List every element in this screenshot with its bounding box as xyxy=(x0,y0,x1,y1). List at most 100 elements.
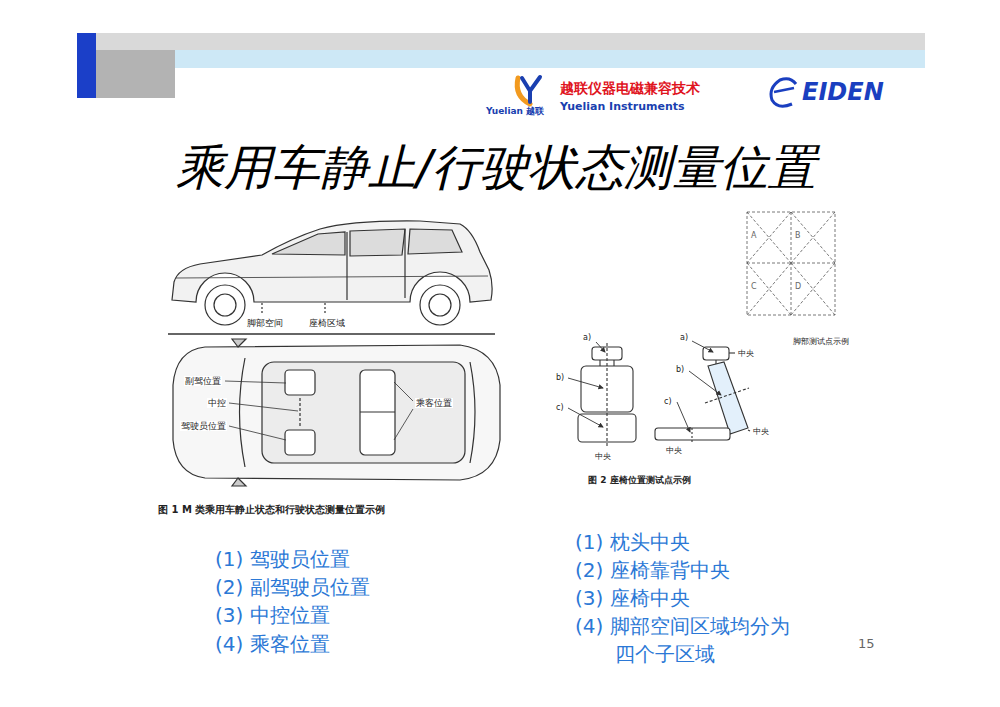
line-art-circle xyxy=(429,294,451,316)
point-label: c) xyxy=(556,403,564,412)
line-art-line xyxy=(229,426,286,440)
line-art-line xyxy=(176,276,488,278)
line-art-path xyxy=(408,229,462,254)
part-label: 驾驶员位置 xyxy=(180,421,227,431)
point-label: b) xyxy=(676,365,684,374)
yuelian-logo xyxy=(517,77,540,104)
cell-letter: A xyxy=(751,231,756,240)
cell-letter: B xyxy=(795,231,801,240)
point-label: 中央 xyxy=(753,427,769,436)
list-item: (3) 座椅中央 xyxy=(575,584,690,612)
line-art-line xyxy=(229,403,298,411)
list-item: (2) 副驾驶员位置 xyxy=(215,573,370,601)
slide-title: 乘用车静止/行驶状态测量位置 xyxy=(0,140,996,195)
header-bars xyxy=(77,33,925,98)
line-art-line xyxy=(748,430,750,431)
list-item: (2) 座椅靠背中央 xyxy=(575,556,730,584)
line-art-line xyxy=(324,303,325,315)
line-art-line xyxy=(596,342,605,352)
list-item: (4) 乘客位置 xyxy=(215,630,330,658)
line-art-path xyxy=(774,88,794,92)
line-art-line xyxy=(168,333,495,335)
line-art-rect xyxy=(747,212,835,315)
line-art-rect xyxy=(96,33,925,50)
line-art-path xyxy=(522,77,540,102)
line-art-line xyxy=(705,388,749,403)
line-art-line xyxy=(689,371,721,395)
point-label: 中央 xyxy=(595,452,611,461)
cell-letter: C xyxy=(751,282,757,291)
line-art-circle xyxy=(205,285,245,325)
point-label: a) xyxy=(680,333,688,342)
line-art-line xyxy=(791,263,835,315)
line-art-rect xyxy=(285,430,315,455)
line-art-line xyxy=(568,378,603,388)
part-label: 座椅区域 xyxy=(308,318,346,328)
line-art-circle xyxy=(420,285,460,325)
line-art-line xyxy=(568,408,603,427)
line-art-line xyxy=(791,212,835,263)
line-art-line xyxy=(677,402,690,432)
line-art-path xyxy=(272,232,345,255)
line-art-line xyxy=(691,428,692,444)
line-art-rect xyxy=(360,370,395,455)
car-side-view xyxy=(168,221,495,334)
list-item: (1) 枕头中央 xyxy=(575,528,690,556)
figure-caption: 图 1 M 类乘用车静止状态和行驶状态测量位置示例 xyxy=(158,504,385,516)
line-art-rect xyxy=(175,50,925,68)
brand-name-en: Yuelian Instruments xyxy=(560,101,685,114)
foot-grid xyxy=(747,212,835,315)
list-item: (1) 驾驶员位置 xyxy=(215,545,350,573)
line-art-line xyxy=(299,398,300,427)
car-top-view xyxy=(173,339,500,486)
point-label: 中央 xyxy=(666,446,682,455)
line-art-line xyxy=(261,303,262,315)
line-art-line xyxy=(692,341,713,352)
line-art-path xyxy=(240,358,246,467)
line-art-path xyxy=(232,339,246,347)
line-art-polygon xyxy=(708,362,748,434)
line-art-path xyxy=(232,478,246,486)
line-art-line xyxy=(791,212,835,263)
list-item: (4) 脚部空间区域均分为 四个子区域 xyxy=(575,612,835,668)
logo-text: Yuelian 越联 xyxy=(486,106,544,116)
part-label: 副驾位置 xyxy=(184,376,222,386)
part-label: 中控 xyxy=(207,398,227,408)
line-art-line xyxy=(599,360,600,366)
list-item: (3) 中控位置 xyxy=(215,601,330,629)
point-label: c) xyxy=(664,397,672,406)
line-art-path xyxy=(173,345,500,480)
part-label: 脚部空间 xyxy=(246,318,284,328)
line-art-line xyxy=(346,232,347,300)
part-label: 乘客位置 xyxy=(415,398,453,408)
line-art-path xyxy=(350,229,405,256)
line-art-rect xyxy=(96,50,175,98)
line-art-line xyxy=(613,360,614,366)
line-art-rect xyxy=(77,33,96,98)
line-art-line xyxy=(747,212,791,263)
seat-front-view xyxy=(578,343,636,448)
line-art-line xyxy=(225,381,286,383)
line-art-line xyxy=(747,263,791,315)
line-art-path xyxy=(771,79,796,107)
leader-lines xyxy=(225,381,413,440)
line-art-line xyxy=(791,263,835,315)
point-label: b) xyxy=(556,373,564,382)
eiden-logo-text: EIDEN xyxy=(802,76,884,110)
line-art-line xyxy=(747,263,791,315)
point-label: a) xyxy=(583,333,591,342)
line-art-line xyxy=(747,212,791,263)
figure-caption: 脚部测试点示例 xyxy=(793,337,849,346)
line-art-rect xyxy=(285,370,315,395)
eiden-logo xyxy=(771,79,796,107)
line-art-line xyxy=(729,352,735,353)
line-art-line xyxy=(360,411,395,412)
line-art-line xyxy=(404,229,405,298)
point-label: 中央 xyxy=(738,349,754,358)
line-art-line xyxy=(606,343,607,448)
line-art-line xyxy=(394,409,413,440)
page-number: 15 xyxy=(858,637,875,652)
seat-side-view xyxy=(655,347,750,444)
line-art-circle xyxy=(214,294,236,316)
figure-caption: 图 2 座椅位置测试点示例 xyxy=(588,475,691,485)
